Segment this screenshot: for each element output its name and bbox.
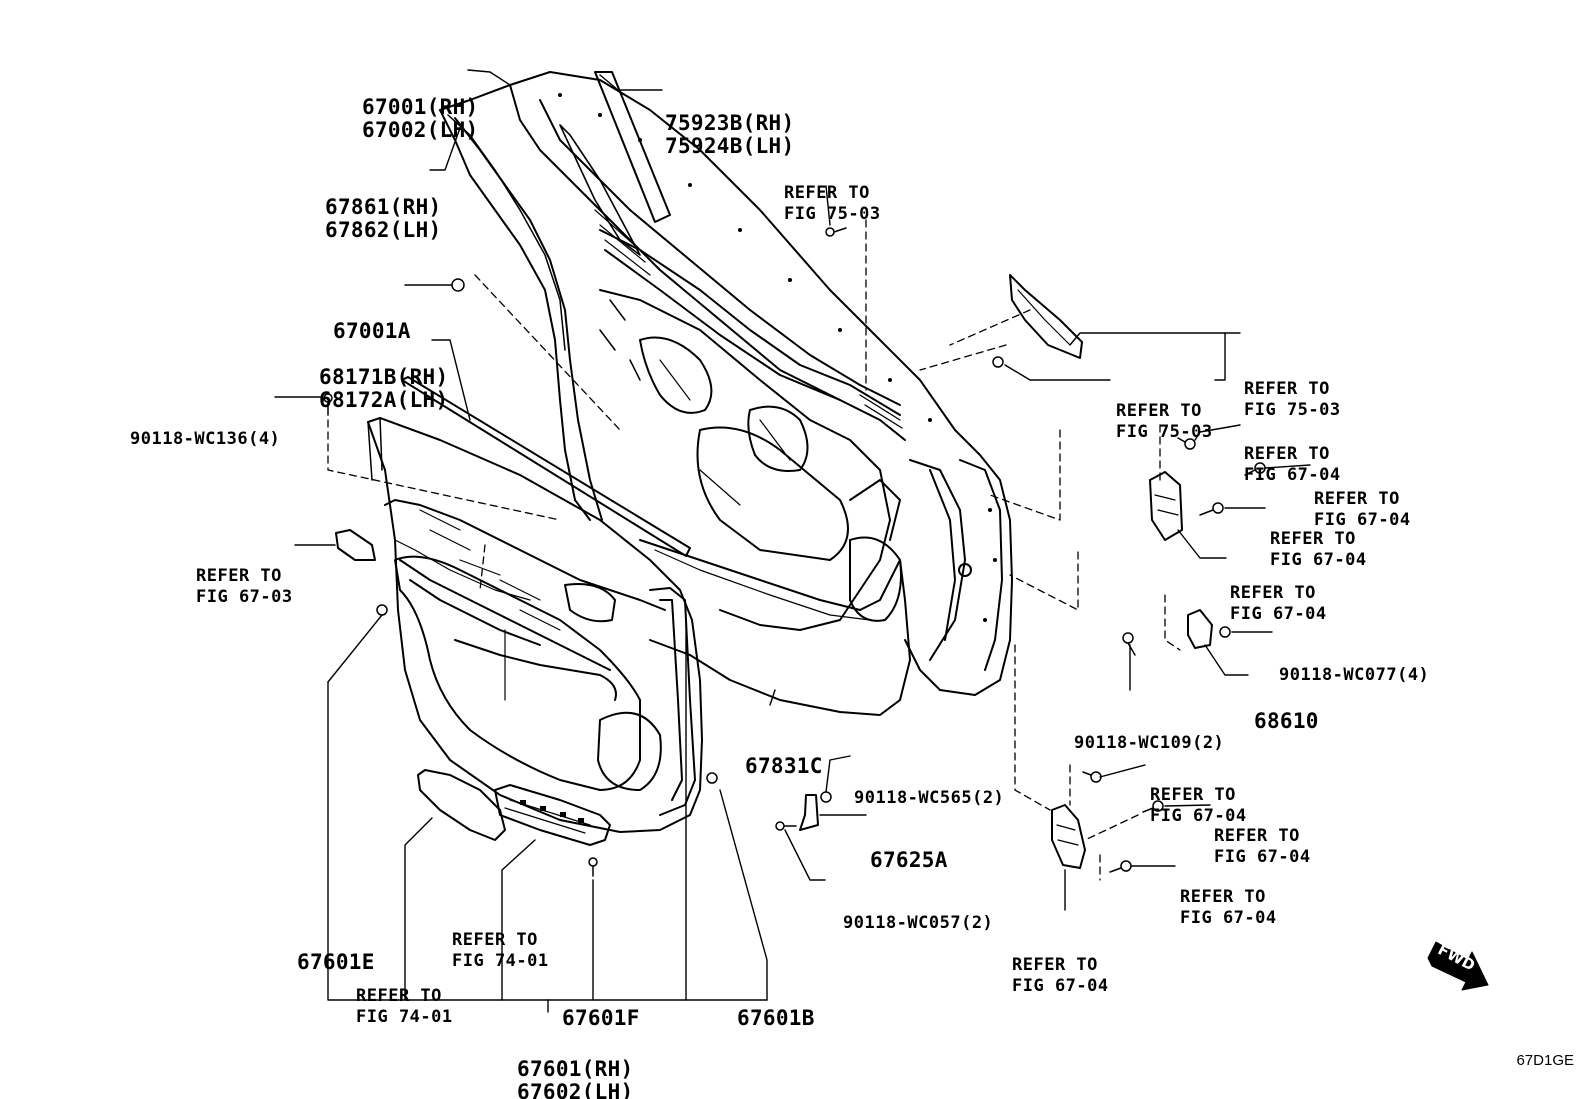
label-67601f[interactable]: 67601F bbox=[562, 1006, 640, 1030]
label-67625a[interactable]: 67625A bbox=[870, 848, 948, 872]
label-67601b[interactable]: 67601B bbox=[737, 1006, 815, 1030]
label-67601e[interactable]: 67601E bbox=[297, 950, 375, 974]
weatherstrip bbox=[447, 114, 566, 351]
door-trim-panel bbox=[367, 417, 703, 833]
corner-triangle-cover bbox=[1009, 274, 1083, 359]
label-90118-wc136[interactable]: 90118-WC136(4) bbox=[130, 429, 281, 449]
lower-hinge bbox=[1051, 804, 1086, 869]
bracket bbox=[799, 794, 819, 831]
fwd-arrow-icon: FWD bbox=[1427, 940, 1489, 991]
label-90118-wc109[interactable]: 90118-WC109(2) bbox=[1074, 733, 1225, 753]
door-panel-shell bbox=[439, 71, 1013, 696]
armrest-piece bbox=[417, 769, 506, 841]
label-68610[interactable]: 68610 bbox=[1254, 709, 1319, 733]
leader-lines bbox=[274, 69, 1311, 1013]
mirror-cover bbox=[335, 529, 376, 561]
belt-molding-strip bbox=[594, 71, 671, 223]
door-seal bbox=[639, 539, 911, 716]
label-68171b[interactable]: 68171B(RH)68172A(LH) bbox=[319, 365, 449, 412]
inner-belt-strip bbox=[401, 376, 691, 557]
label-67831c[interactable]: 67831C bbox=[745, 754, 823, 778]
switch-base bbox=[494, 784, 611, 846]
assembly-dash-lines bbox=[327, 219, 1181, 881]
door-check bbox=[1187, 609, 1213, 649]
label-90118-wc565[interactable]: 90118-WC565(2) bbox=[854, 788, 1005, 808]
upper-hinge bbox=[1149, 471, 1183, 541]
label-67001a[interactable]: 67001A bbox=[333, 319, 411, 343]
label-67861[interactable]: 67861(RH)67862(LH) bbox=[325, 195, 442, 242]
label-75923b[interactable]: 75923B(RH)75924B(LH) bbox=[665, 111, 795, 158]
label-67001[interactable]: 67001(RH)67002(LH) bbox=[362, 95, 479, 142]
label-67601[interactable]: 67601(RH)67602(LH) bbox=[517, 1057, 634, 1099]
diagram-code: 67D1GE bbox=[1516, 1052, 1574, 1069]
label-90118-wc077[interactable]: 90118-WC077(4) bbox=[1279, 665, 1430, 685]
label-90118-wc057[interactable]: 90118-WC057(2) bbox=[843, 913, 994, 933]
fasteners bbox=[323, 227, 1266, 877]
